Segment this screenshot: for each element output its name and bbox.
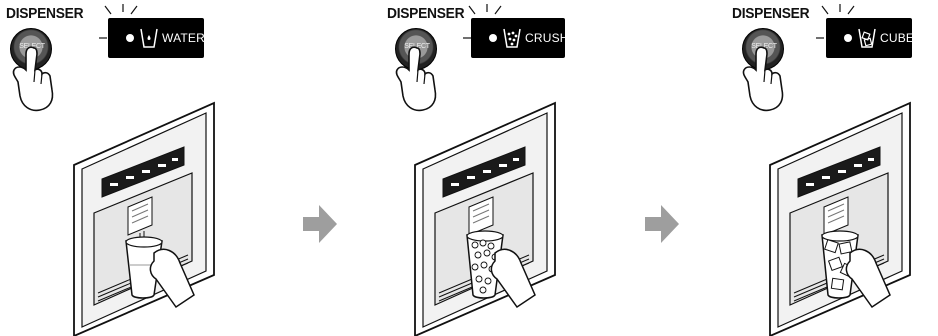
arrow-right-icon <box>303 205 337 243</box>
dispenser-title: DISPENSER <box>6 5 83 22</box>
mode-label: CRUSH <box>525 31 569 45</box>
ice-cube-glass-icon <box>858 27 876 49</box>
mode-label: WATER <box>162 31 205 45</box>
panel-crush: DISPENSER SELECT CRUSH <box>385 0 645 336</box>
pointing-hand-icon <box>4 40 64 115</box>
mode-display: CUBE <box>826 18 912 58</box>
water-glass-icon <box>140 27 158 49</box>
dispenser-title: DISPENSER <box>387 5 464 22</box>
mode-display: WATER <box>108 18 204 58</box>
dispenser-illustration <box>64 95 244 336</box>
mode-display: CRUSH <box>471 18 565 58</box>
dispenser-illustration <box>405 95 585 336</box>
panel-cube: DISPENSER SELECT CUBE <box>730 0 938 336</box>
panel-water: DISPENSER SELECT WATER <box>4 0 264 336</box>
crushed-ice-glass-icon <box>503 27 521 49</box>
dispenser-illustration <box>760 95 938 336</box>
indicator-dot <box>126 34 134 42</box>
indicator-dot <box>489 34 497 42</box>
arrow-right-icon <box>645 205 679 243</box>
dispenser-title: DISPENSER <box>732 5 809 22</box>
indicator-dot <box>844 34 852 42</box>
mode-label: CUBE <box>880 31 914 45</box>
